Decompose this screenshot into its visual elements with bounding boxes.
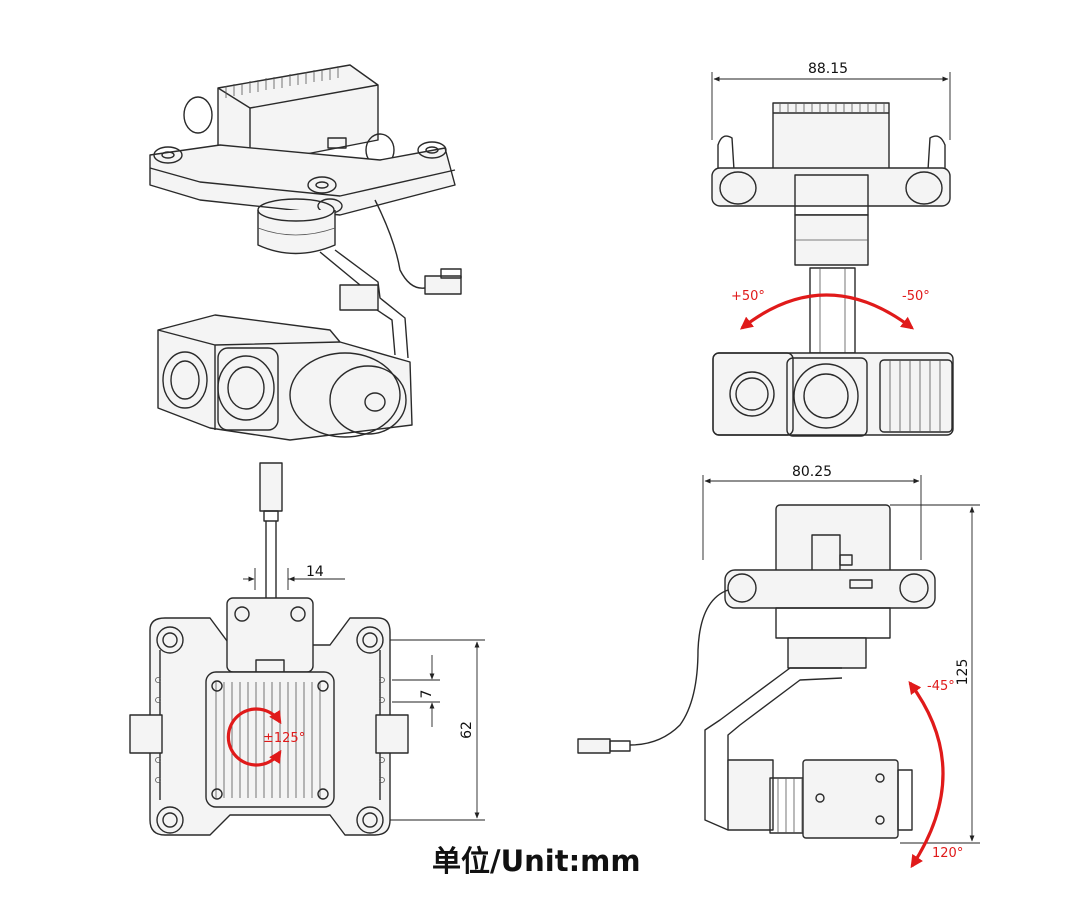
slot-spacing-label: 7: [419, 690, 435, 699]
pitch-arc-arrow: [908, 680, 945, 869]
top-view: 14 ±125° 7 62: [129, 462, 485, 836]
side-view: 80.25 125 -45° 120°: [577, 464, 980, 869]
front-view: 88.15 +50° -50°: [711, 61, 954, 437]
roll-arc-arrow: [739, 293, 915, 330]
roll-right-angle: -50°: [902, 289, 930, 304]
unit-label: 单位/Unit:mm: [432, 844, 641, 878]
pitch-down-angle: 120°: [932, 846, 963, 861]
cable-offset-label: 14: [306, 564, 324, 580]
roll-left-angle: +50°: [731, 289, 765, 304]
mount-height-label: 62: [459, 721, 475, 739]
yaw-angle: ±125°: [263, 731, 305, 746]
bottom-width-label: 80.25: [792, 464, 832, 480]
pitch-up-angle: -45°: [927, 679, 955, 694]
isometric-view: [149, 64, 462, 441]
total-height-label: 125: [955, 659, 971, 686]
yaw-rotation-arrow: [226, 707, 282, 767]
top-width-label: 88.15: [808, 61, 848, 77]
